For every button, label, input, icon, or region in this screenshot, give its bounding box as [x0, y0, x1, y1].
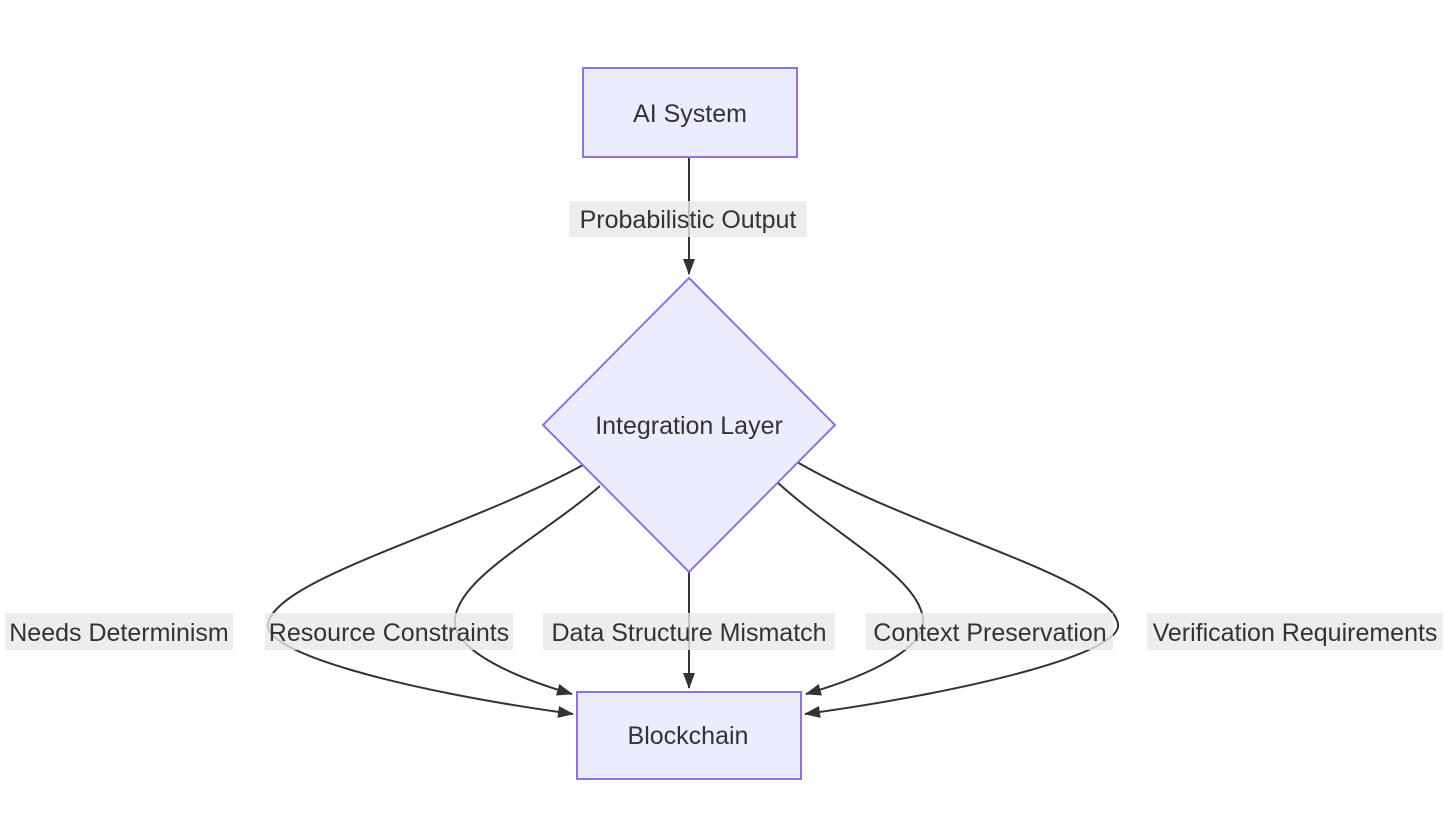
node-blockchain-shape	[576, 691, 802, 780]
edge-label-data-structure-mismatch: Data Structure Mismatch	[543, 613, 835, 650]
edge-label-needs-determinism: Needs Determinism	[5, 613, 233, 650]
edge-verification-requirements	[796, 461, 1120, 718]
node-blockchain: Blockchain	[576, 691, 802, 780]
node-ai-system-shape	[582, 67, 798, 158]
node-integration-layer: Integration Layer	[541, 276, 837, 574]
edge-label-text: Needs Determinism	[9, 619, 229, 647]
edge-label-resource-constraints: Resource Constraints	[265, 613, 513, 650]
nodes-layer: AI System Integration Layer Blockchain	[541, 67, 837, 780]
edge-context-preservation	[776, 481, 925, 696]
edge-label-probabilistic-output: Probabilistic Output	[569, 201, 807, 237]
edge-label-text: Context Preservation	[873, 619, 1106, 647]
edge-label-context-preservation: Context Preservation	[866, 613, 1113, 650]
node-blockchain-label: Blockchain	[628, 722, 749, 750]
edge-needs-determinism	[266, 464, 584, 718]
edge-label-text: Verification Requirements	[1153, 619, 1438, 647]
edge-label-bg	[866, 613, 1113, 650]
node-integration-layer-shape	[541, 276, 837, 574]
edge-label-text: Resource Constraints	[269, 619, 509, 647]
edge-labels-layer: Probabilistic Output Needs Determinism R…	[5, 201, 1443, 650]
node-ai-system-label: AI System	[633, 100, 747, 128]
edge-label-bg	[543, 613, 835, 650]
node-integration-layer-label: Integration Layer	[595, 412, 783, 440]
edge-label-verification-requirements: Verification Requirements	[1147, 613, 1443, 650]
edge-label-text: Probabilistic Output	[580, 206, 797, 234]
edge-label-bg	[5, 613, 233, 650]
node-ai-system: AI System	[582, 67, 798, 158]
edge-label-bg	[569, 201, 807, 237]
edge-resource-constraints	[453, 485, 601, 696]
edge-label-text: Data Structure Mismatch	[551, 619, 826, 647]
edge-label-bg	[265, 613, 513, 650]
edge-label-bg	[1147, 613, 1443, 650]
